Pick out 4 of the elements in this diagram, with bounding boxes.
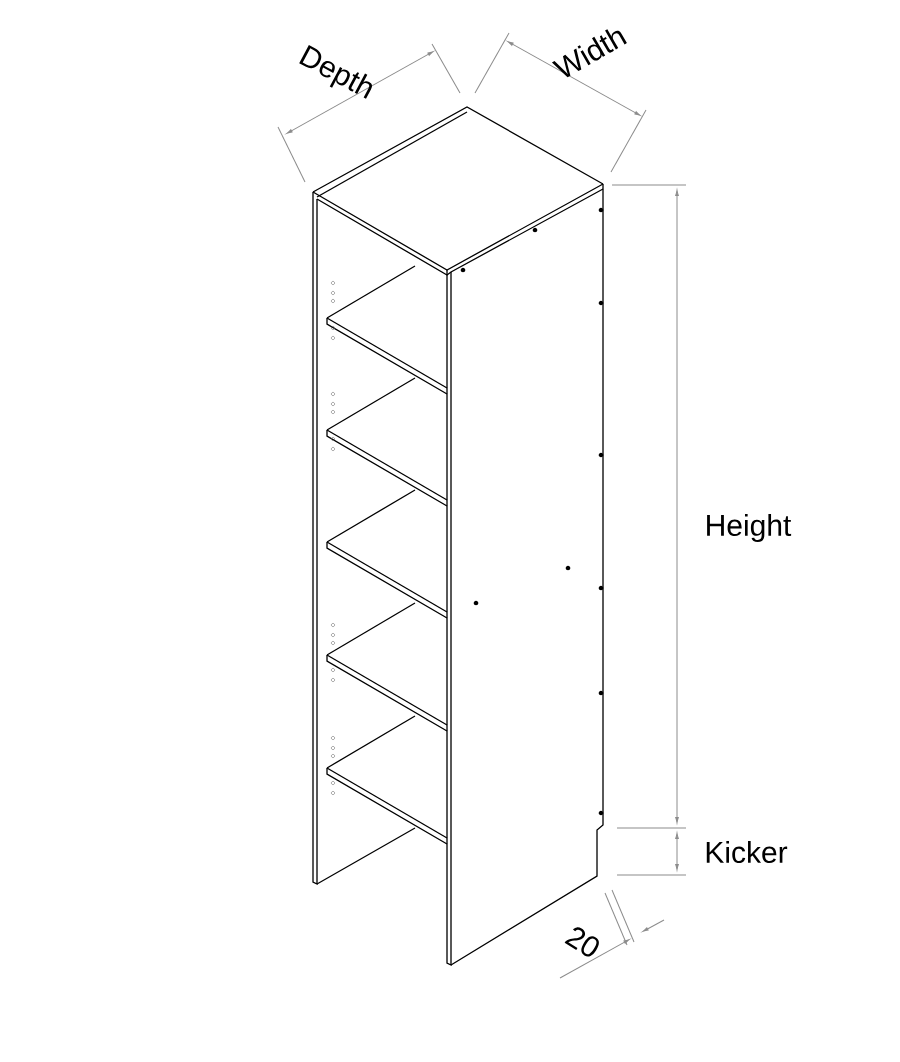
- dimension-label: 20: [564, 927, 599, 957]
- dimension-label: Height: [707, 514, 792, 542]
- dimension-label: Kicker: [706, 841, 788, 864]
- dimension-label: Width: [551, 29, 627, 78]
